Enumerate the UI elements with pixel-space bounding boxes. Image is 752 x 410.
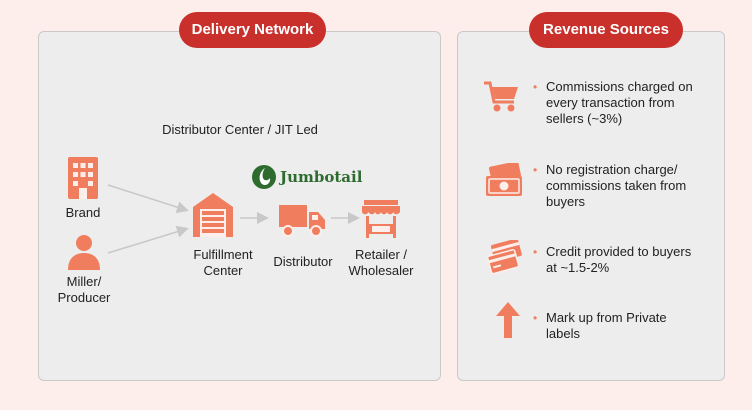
revenue-item-3-line1: Credit provided to buyers xyxy=(546,244,692,259)
bullet-2: • xyxy=(533,163,538,177)
revenue-item-1-line2: every transaction from xyxy=(546,95,675,110)
distributor-label: Distributor xyxy=(273,254,333,269)
revenue-item-2-line1: No registration charge/ xyxy=(546,162,678,177)
credit-card-icon xyxy=(486,240,522,274)
bullet-4: • xyxy=(533,311,538,325)
fulfillment-label-line1: Fulfillment xyxy=(193,247,253,262)
truck-icon xyxy=(279,205,325,237)
revenue-sources-title: Revenue Sources xyxy=(529,12,683,48)
revenue-item-4-line2: labels xyxy=(546,326,580,341)
shop-icon xyxy=(362,200,400,238)
fulfillment-label-line2: Center xyxy=(203,263,243,278)
bullet-1: • xyxy=(533,80,538,94)
revenue-item-1-line3: sellers (~3%) xyxy=(546,111,623,126)
revenue-item-4-line1: Mark up from Private xyxy=(546,310,667,325)
brand-label: Brand xyxy=(65,205,101,220)
warehouse-icon xyxy=(193,193,233,237)
building-icon xyxy=(68,157,98,199)
retailer-label-line1: Retailer / xyxy=(354,247,408,262)
arrow-up-icon xyxy=(496,302,520,338)
jumbotail-logo-icon xyxy=(252,165,276,189)
miller-label-line1: Miller/ xyxy=(66,274,102,289)
arrow-miller-to-fulfillment xyxy=(107,225,189,254)
miller-label-line2: Producer xyxy=(57,290,111,305)
jumbotail-logo-text: Jumbotail xyxy=(280,168,363,186)
person-icon xyxy=(68,235,100,270)
delivery-subtitle: Distributor Center / JIT Led xyxy=(162,122,318,137)
delivery-network-title: Delivery Network xyxy=(179,12,326,48)
bullet-3: • xyxy=(533,245,538,259)
retailer-label-line2: Wholesaler xyxy=(348,263,414,278)
money-icon xyxy=(486,163,522,196)
arrow-brand-to-fulfillment xyxy=(107,184,189,213)
revenue-item-3-line2: at ~1.5-2% xyxy=(546,260,610,275)
shopping-cart-icon xyxy=(484,81,518,112)
revenue-item-1-line1: Commissions charged on xyxy=(546,79,693,94)
revenue-item-2-line2: commissions taken from xyxy=(546,178,687,193)
revenue-item-2-line3: buyers xyxy=(546,194,586,209)
